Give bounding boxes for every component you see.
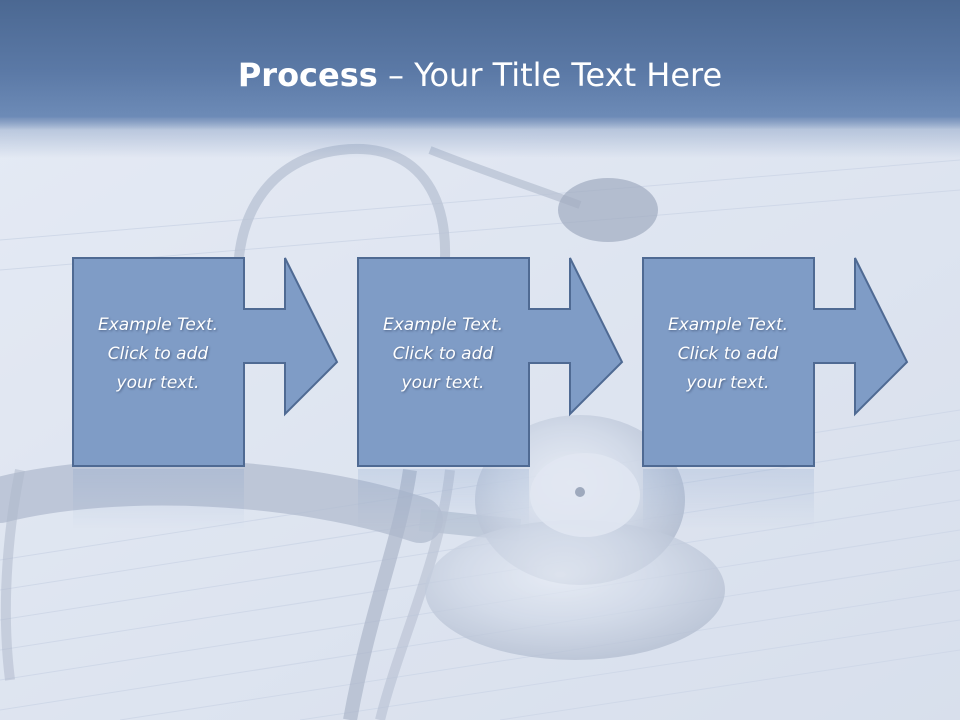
- step-text-line-1: Example Text.: [667, 315, 789, 335]
- title-bold-part: Process: [237, 56, 378, 94]
- slide-title[interactable]: Process – Your Title Text Here: [0, 50, 960, 100]
- step-text-line-1: Example Text.: [382, 315, 504, 335]
- step-reflection: [73, 469, 244, 529]
- step-box-with-right-arrow-icon: [357, 257, 624, 467]
- title-band: [0, 0, 960, 130]
- step-text-line-2: Click to add: [107, 344, 209, 364]
- step-text[interactable]: Example Text. Click to add your text.: [72, 311, 244, 398]
- step-text-line-1: Example Text.: [97, 315, 219, 335]
- step-text-line-3: your text.: [401, 373, 485, 393]
- step-text-line-2: Click to add: [392, 344, 494, 364]
- step-box-with-right-arrow-icon: [642, 257, 909, 467]
- title-regular-part: – Your Title Text Here: [377, 56, 723, 94]
- step-text-line-3: your text.: [116, 373, 200, 393]
- step-text[interactable]: Example Text. Click to add your text.: [642, 311, 814, 398]
- step-text-line-2: Click to add: [677, 344, 779, 364]
- step-box-with-right-arrow-icon: [72, 257, 339, 467]
- step-text-line-3: your text.: [686, 373, 770, 393]
- step-text[interactable]: Example Text. Click to add your text.: [357, 311, 529, 398]
- process-step-3[interactable]: Example Text. Click to add your text.: [642, 257, 912, 529]
- process-step-2[interactable]: Example Text. Click to add your text.: [357, 257, 627, 529]
- step-reflection: [358, 469, 529, 529]
- title-fade: [0, 118, 960, 158]
- step-reflection: [643, 469, 814, 529]
- process-step-1[interactable]: Example Text. Click to add your text.: [72, 257, 342, 529]
